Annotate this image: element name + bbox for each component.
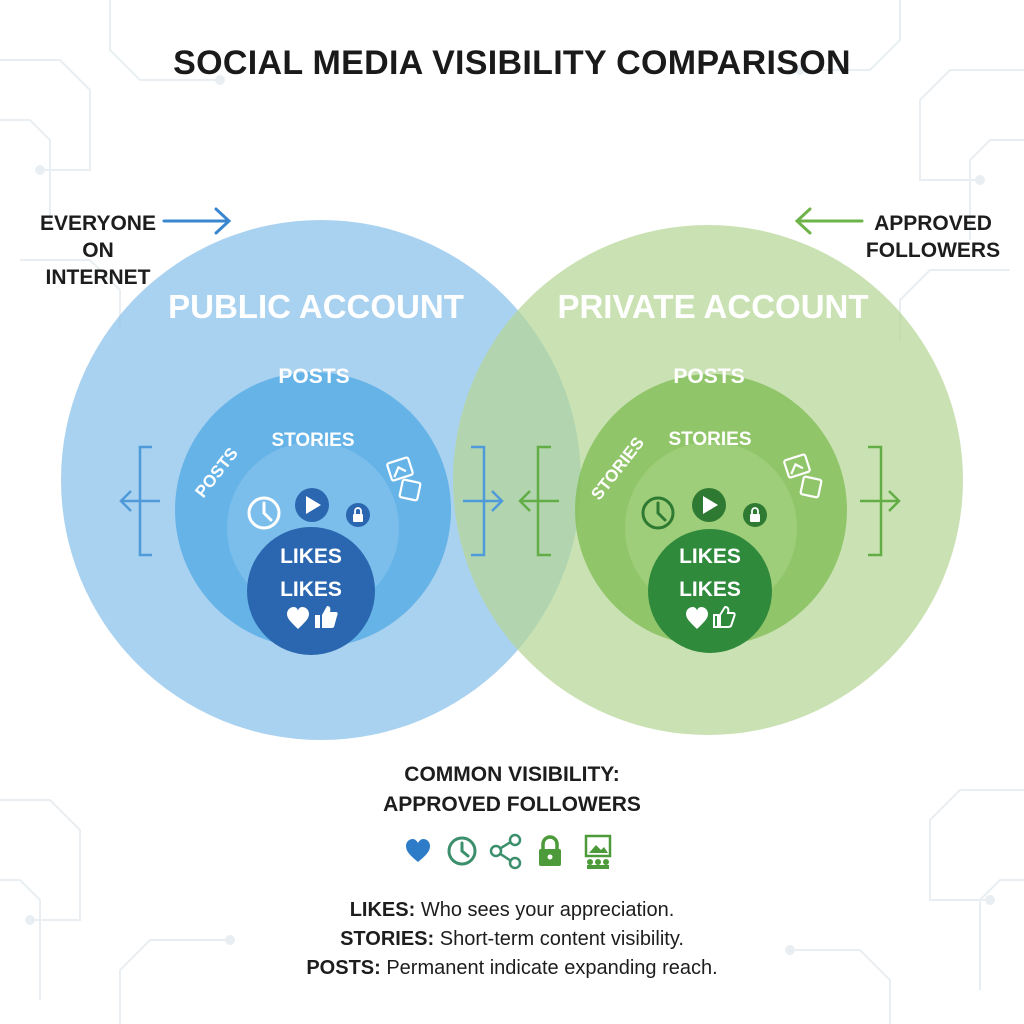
private-audience-line1: APPROVED	[874, 212, 992, 235]
page-title: SOCIAL MEDIA VISIBILITY COMPARISON	[173, 44, 851, 82]
lock-icon	[346, 503, 370, 527]
legend-item-stories: STORIES: Short-term content visibility.	[0, 925, 1024, 954]
heart-icon	[686, 607, 708, 629]
private-audience-arrow	[794, 207, 864, 235]
photo-icon	[386, 456, 422, 502]
heart-icon	[287, 607, 309, 629]
lock-icon	[743, 503, 767, 527]
private-right-bracket	[860, 445, 901, 557]
legend-text: Short-term content visibility.	[434, 928, 684, 950]
private-posts-label: POSTS	[673, 365, 744, 388]
private-likes-label-2: LIKES	[679, 578, 741, 601]
legend-item-likes: LIKES: Who sees your appreciation.	[0, 896, 1024, 925]
common-icon-row	[406, 833, 612, 870]
public-posts-label: POSTS	[278, 365, 349, 388]
public-likes-label-1: LIKES	[280, 545, 342, 568]
legend-term: STORIES:	[340, 928, 435, 950]
lock-icon	[539, 835, 561, 866]
public-account-heading: PUBLIC ACCOUNT	[168, 288, 464, 325]
private-audience-label: APPROVED FOLLOWERS	[858, 210, 1008, 264]
public-left-bracket	[119, 445, 160, 557]
clock-icon	[447, 836, 477, 866]
public-audience-label: EVERYONE ON INTERNET	[28, 210, 168, 291]
legend-term: POSTS:	[306, 957, 381, 979]
share-icon	[489, 833, 522, 870]
private-likes-core	[648, 529, 772, 653]
public-right-bracket	[463, 445, 504, 557]
play-icon	[692, 488, 726, 522]
thumbs-up-icon	[315, 606, 338, 628]
private-left-bracket	[518, 445, 559, 557]
public-audience-line2: ON INTERNET	[45, 239, 151, 289]
legend-text: Permanent indicate expanding reach.	[380, 957, 718, 979]
common-visibility-line1: COMMON VISIBILITY:	[404, 763, 620, 786]
common-visibility-line2: APPROVED FOLLOWERS	[383, 793, 641, 816]
play-icon	[295, 488, 329, 522]
public-likes-label-2: LIKES	[280, 578, 342, 601]
heart-icon	[406, 839, 430, 862]
private-account-heading: PRIVATE ACCOUNT	[557, 288, 868, 325]
photo-icon	[783, 453, 823, 499]
public-audience-line1: EVERYONE	[40, 212, 156, 235]
legend-text: Who sees your appreciation.	[415, 899, 675, 921]
legend: LIKES: Who sees your appreciation. STORI…	[0, 896, 1024, 983]
private-audience-line2: FOLLOWERS	[865, 239, 1001, 262]
private-likes-label-1: LIKES	[679, 545, 741, 568]
group-photo-icon	[584, 834, 612, 869]
common-visibility-label: COMMON VISIBILITY: APPROVED FOLLOWERS	[0, 760, 1024, 820]
legend-item-posts: POSTS: Permanent indicate expanding reac…	[0, 954, 1024, 983]
private-stories-label: STORIES	[668, 429, 751, 450]
thumbs-up-icon	[713, 605, 736, 628]
clock-icon	[247, 496, 281, 530]
clock-icon	[641, 496, 675, 530]
legend-term: LIKES:	[349, 899, 416, 921]
public-audience-arrow	[162, 207, 232, 235]
public-stories-label: STORIES	[271, 430, 354, 451]
public-likes-core	[247, 527, 375, 655]
